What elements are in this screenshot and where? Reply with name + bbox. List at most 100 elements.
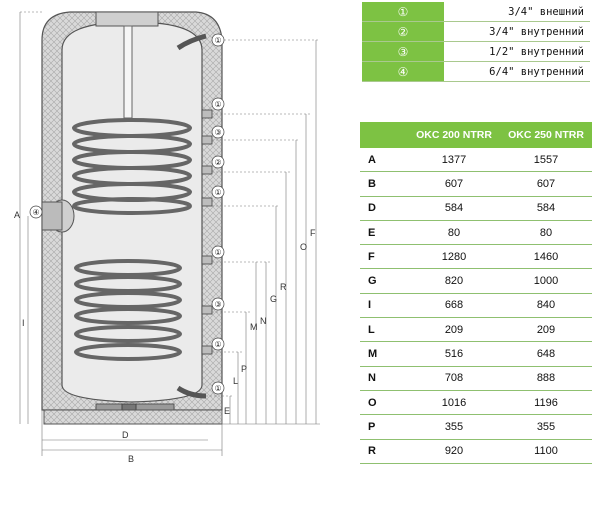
dim-label-f: F (310, 228, 316, 238)
row-key: R (360, 439, 408, 464)
upper-coil (72, 118, 192, 215)
boiler-diagram: A I B D E L P M N G R O F ① ① ③ ② ① ① ③ … (14, 11, 320, 464)
row-value-200: 1280 (408, 244, 500, 270)
legend-text: 3/4" внутренний (444, 21, 590, 42)
callout-2: ② (215, 158, 222, 167)
legend-text: 1/2" внутренний (444, 41, 590, 62)
legend-text: 3/4" внешний (444, 2, 590, 22)
outlet-pipe (176, 33, 207, 51)
row-value-250: 1460 (500, 244, 592, 270)
row-value-200: 668 (408, 293, 500, 319)
row-value-250: 355 (500, 414, 592, 440)
row-value-250: 607 (500, 171, 592, 197)
row-value-200: 920 (408, 439, 500, 464)
header-okc-250: OKC 250 NTRR (500, 122, 592, 148)
row-key: G (360, 268, 408, 294)
callout-4: ④ (33, 208, 40, 217)
row-value-200: 355 (408, 414, 500, 440)
row-value-200: 1377 (408, 148, 500, 173)
header-okc-200: OKC 200 NTRR (408, 122, 500, 148)
legend-row: ② 3/4" внутренний (362, 21, 590, 42)
row-value-200: 584 (408, 196, 500, 221)
row-key: O (360, 390, 408, 416)
row-value-250: 584 (500, 196, 592, 221)
connection-stubs (201, 109, 213, 355)
row-value-200: 80 (408, 220, 500, 246)
dimension-letters: A I B D E L P M N G R O F (14, 210, 316, 464)
row-value-250: 209 (500, 317, 592, 343)
row-key: L (360, 317, 408, 343)
connection-legend: ① 3/4" внешний ② 3/4" внутренний ③ 1/2" … (362, 2, 590, 82)
legend-text: 6/4" внутренний (444, 61, 590, 82)
dim-label-e: E (224, 406, 230, 416)
row-key: E (360, 220, 408, 246)
row-key: F (360, 244, 408, 270)
dim-label-d: D (122, 430, 129, 440)
row-value-250: 1100 (500, 439, 592, 464)
row-value-250: 840 (500, 293, 592, 319)
row-value-200: 209 (408, 317, 500, 343)
dim-label-i: I (22, 318, 25, 328)
row-value-200: 1016 (408, 390, 500, 416)
dim-label-n: N (260, 316, 267, 326)
legend-symbol: ④ (362, 61, 444, 82)
header-empty (360, 122, 408, 148)
row-value-250: 1000 (500, 268, 592, 294)
row-value-200: 516 (408, 341, 500, 367)
row-key: P (360, 414, 408, 440)
table-header-row: OKC 200 NTRR OKC 250 NTRR (360, 122, 592, 148)
callout-1-lower-out: ① (215, 340, 222, 349)
row-value-250: 888 (500, 366, 592, 391)
dim-label-o: O (300, 242, 307, 252)
row-value-250: 648 (500, 341, 592, 367)
callout-1-lower-in: ① (215, 248, 222, 257)
row-value-250: 1196 (500, 390, 592, 416)
callout-1-top: ① (215, 36, 222, 45)
row-value-200: 820 (408, 268, 500, 294)
row-key: B (360, 171, 408, 197)
legend-row: ① 3/4" внешний (362, 2, 590, 22)
dim-label-p: P (241, 364, 247, 374)
legend-symbol: ② (362, 21, 444, 42)
callout-3-upper: ③ (215, 128, 222, 137)
row-value-200: 708 (408, 366, 500, 391)
callout-1-bottom: ① (215, 384, 222, 393)
base (43, 403, 223, 425)
dim-label-l: L (233, 376, 238, 386)
dim-label-b: B (128, 454, 134, 464)
top-cap (95, 11, 159, 27)
legend-row: ③ 1/2" внутренний (362, 41, 590, 62)
legend-symbol: ③ (362, 41, 444, 62)
dim-label-m: M (250, 322, 258, 332)
row-value-250: 80 (500, 220, 592, 246)
dim-label-r: R (280, 282, 287, 292)
row-key: M (360, 341, 408, 367)
callout-1-coil-out: ① (215, 188, 222, 197)
row-key: N (360, 366, 408, 391)
anode-rod (123, 25, 133, 119)
legend-row: ④ 6/4" внутренний (362, 61, 590, 82)
callout-3-lower: ③ (215, 300, 222, 309)
callout-1-coil-in: ① (215, 100, 222, 109)
row-key: D (360, 196, 408, 221)
connection-callouts: ① ① ③ ② ① ① ③ ① ① ④ (29, 33, 225, 395)
dim-label-a: A (14, 210, 20, 220)
row-value-200: 607 (408, 171, 500, 197)
flange (41, 199, 75, 233)
legend-symbol: ① (362, 2, 444, 22)
dim-label-g: G (270, 294, 277, 304)
row-value-250: 1557 (500, 148, 592, 173)
